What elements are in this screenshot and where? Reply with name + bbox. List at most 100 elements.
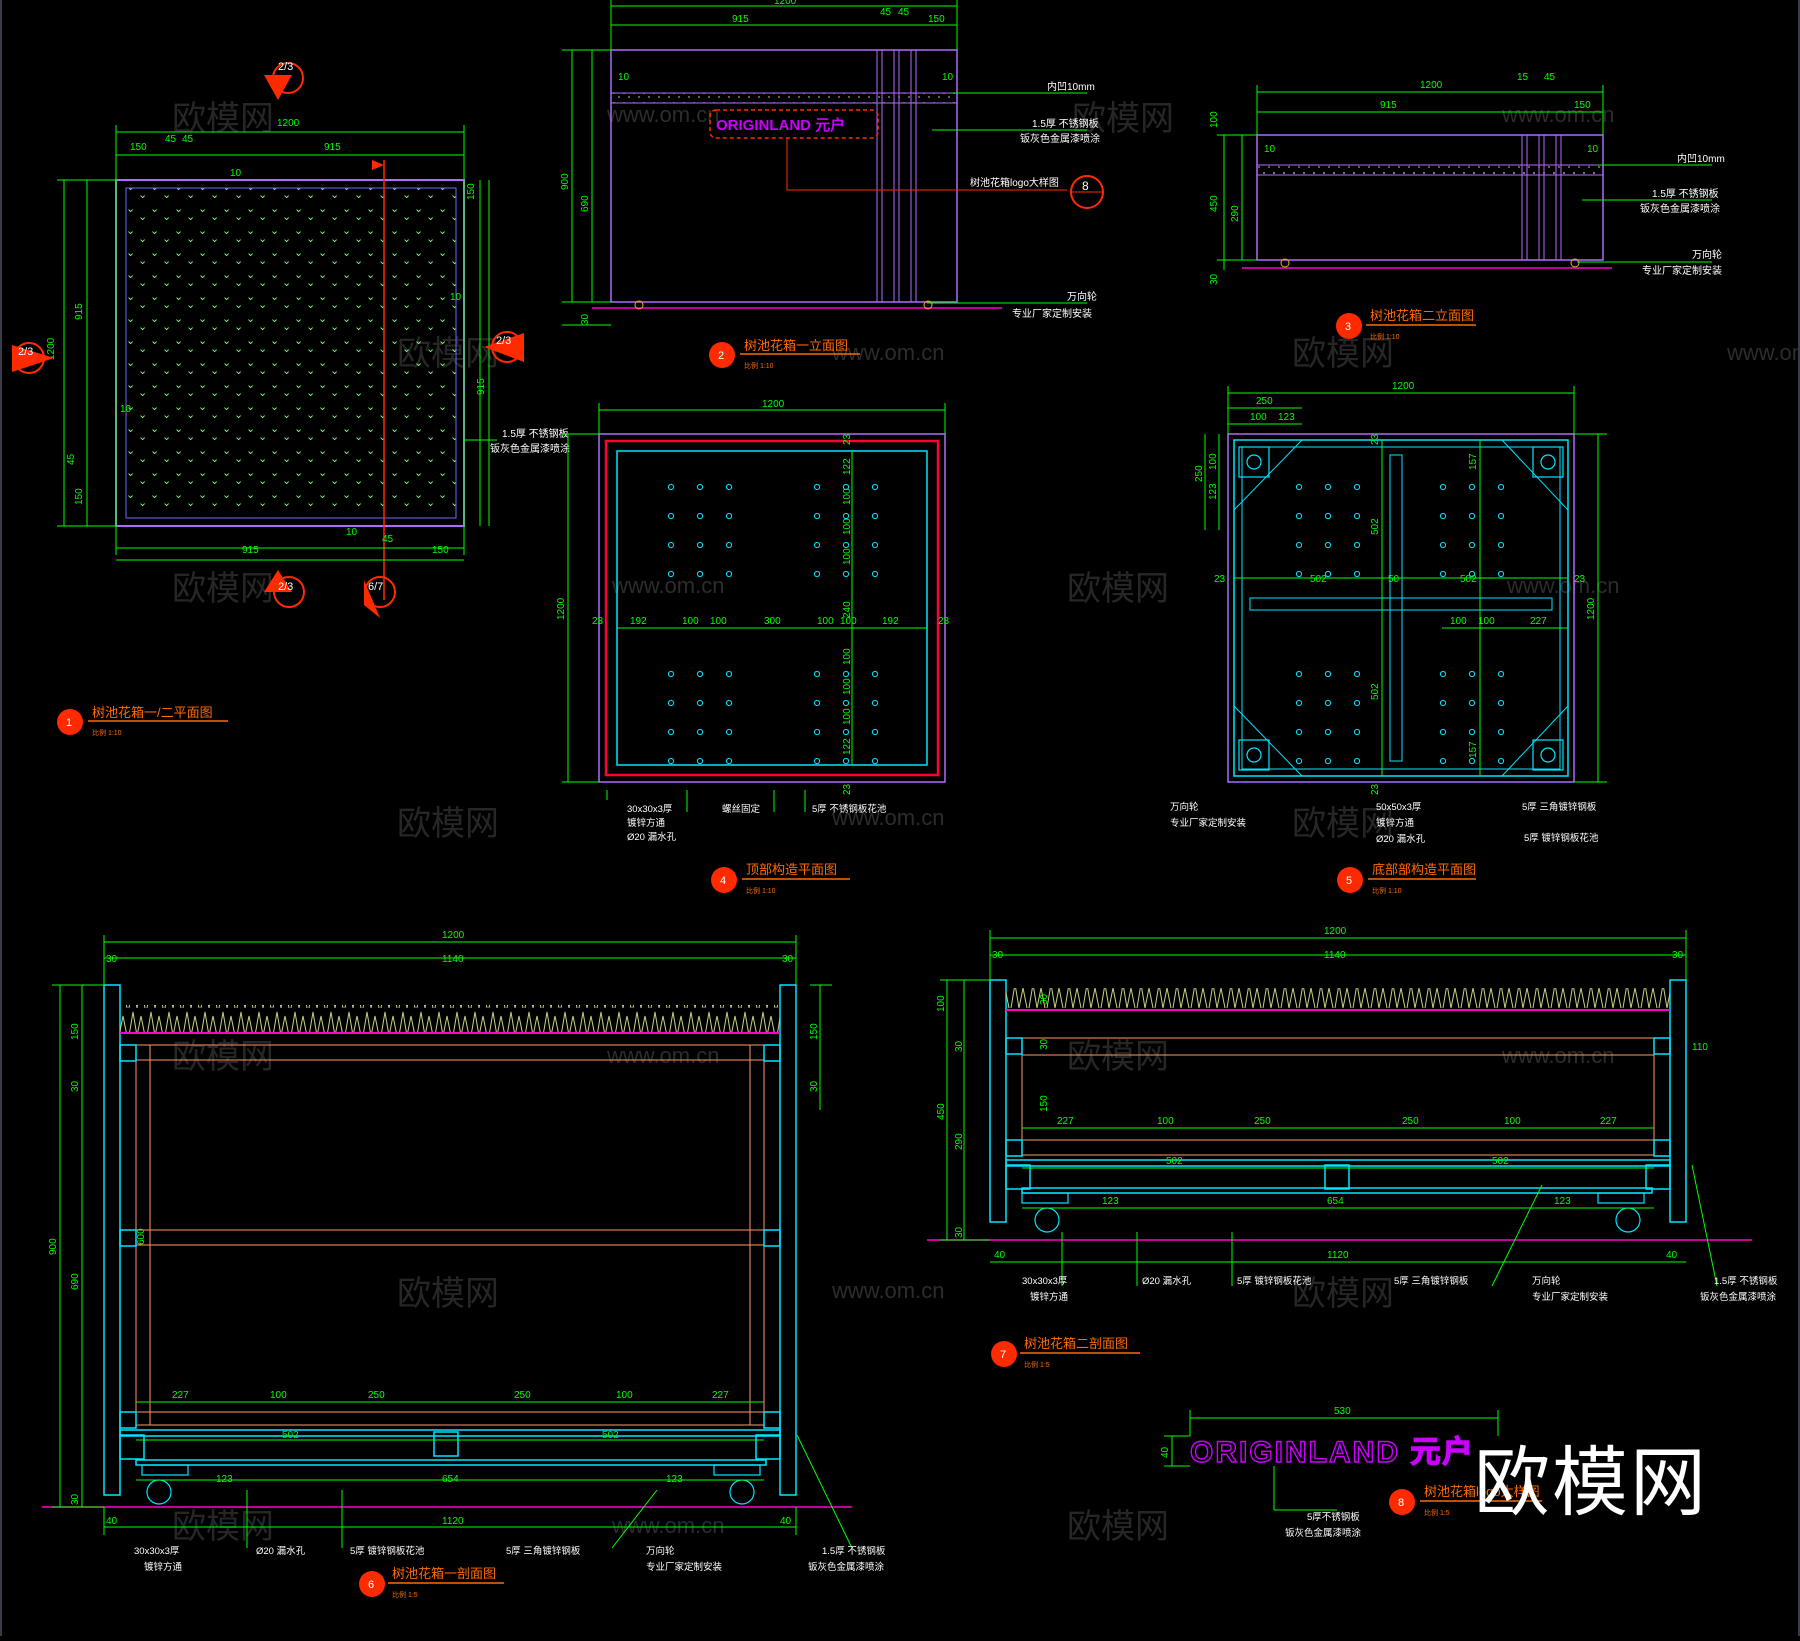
drain-hole [842, 512, 850, 520]
dim-1140: 1140 [442, 954, 464, 965]
dim-100: 100 [817, 616, 834, 627]
view-number: 7 [1000, 1349, 1006, 1361]
view-title: 树池花箱一立面图 [744, 338, 848, 353]
dim-1120: 1120 [442, 1516, 464, 1527]
view-scale: 比例 1:5 [1024, 1360, 1050, 1369]
dim-450: 450 [1209, 195, 1220, 212]
drain-hole [1439, 483, 1447, 491]
dim-123: 123 [1208, 483, 1219, 500]
drain-hole [813, 541, 821, 549]
view-scale: 比例 1:10 [1372, 886, 1402, 895]
drain-hole [871, 570, 879, 578]
drain-hole [1353, 757, 1361, 765]
dim-45: 45 [182, 134, 194, 145]
drain-hole [1497, 728, 1505, 736]
drain-hole [1497, 699, 1505, 707]
view-number: 8 [1398, 1497, 1404, 1509]
drain-hole [1468, 670, 1476, 678]
watermark-cn: 欧模网 [1072, 100, 1174, 138]
watermark-cn: 欧模网 [1292, 805, 1394, 843]
drain-hole [667, 512, 675, 520]
watermark-url: www.om.cn [1501, 102, 1614, 127]
dim-40: 40 [994, 1250, 1006, 1261]
dim-240: 240 [842, 601, 853, 618]
dim-100: 100 [842, 488, 853, 505]
watermark-cn: 欧模网 [397, 1275, 499, 1313]
drain-hole [1468, 757, 1476, 765]
dim-100: 100 [1209, 111, 1220, 128]
note-planter-plate: 5厚 镀锌钢板花池 [1237, 1275, 1312, 1287]
section-marker-top: 2/3 [264, 61, 304, 100]
drain-hole [696, 757, 704, 765]
note-manufacturer: 专业厂家定制安装 [1170, 817, 1247, 829]
drain-hole [1295, 541, 1303, 549]
drain-hole [1468, 699, 1476, 707]
note-square-tube-size: 30x30x3厚 [1022, 1276, 1068, 1287]
view-title: 树池花箱一/二平面图 [92, 705, 213, 720]
drain-hole [871, 728, 879, 736]
dim-10: 10 [1264, 144, 1276, 155]
dim-40: 40 [1160, 1446, 1171, 1458]
dim-30: 30 [70, 1493, 81, 1505]
drain-hole [871, 699, 879, 707]
note-planter-plate: 5厚 镀锌钢板花池 [350, 1545, 425, 1557]
drain-holes [1295, 483, 1505, 765]
section-marker-bottom: 2/3 [264, 570, 305, 608]
svg-text:2/3: 2/3 [496, 335, 511, 347]
drain-hole [1353, 541, 1361, 549]
note-drain-hole: Ø20 漏水孔 [1376, 833, 1426, 845]
dim-915: 915 [732, 14, 749, 25]
drain-hole [813, 483, 821, 491]
note-drain-hole: Ø20 漏水孔 [627, 831, 677, 843]
drain-hole [842, 757, 850, 765]
note-steel-plate: 1.5厚 不锈钢板 [1032, 117, 1099, 130]
view-scale: 比例 1:5 [392, 1590, 418, 1599]
dim-227: 227 [1057, 1116, 1074, 1127]
dim-100: 100 [842, 548, 853, 565]
dim-1200: 1200 [556, 597, 567, 620]
drain-hole [725, 728, 733, 736]
dim-690: 690 [70, 1273, 81, 1290]
dim-30: 30 [954, 1226, 965, 1238]
svg-text:6/7: 6/7 [368, 581, 383, 593]
watermark-cn: 欧模网 [1067, 570, 1169, 608]
dim-502: 502 [602, 1430, 619, 1441]
note-steel-plate: 1.5厚 不锈钢板 [502, 427, 569, 440]
dim-150: 150 [130, 142, 147, 153]
note-drain-hole: Ø20 漏水孔 [256, 1545, 306, 1557]
dim-502: 502 [1310, 574, 1327, 585]
dim-100: 100 [842, 648, 853, 665]
svg-text:2/3: 2/3 [278, 581, 293, 593]
note-logo-detail: 树池花箱logo大样图 [970, 176, 1059, 189]
dim-10: 10 [346, 527, 358, 538]
dim-100: 100 [1157, 1116, 1174, 1127]
dim-45: 45 [1544, 72, 1556, 83]
note-manufacturer: 专业厂家定制安装 [1012, 307, 1092, 320]
drain-hole [1439, 541, 1447, 549]
dim-290: 290 [954, 1133, 965, 1150]
dim-250: 250 [514, 1390, 531, 1401]
drain-hole [696, 483, 704, 491]
drain-hole [813, 757, 821, 765]
note-paint: 钣灰色金属漆喷涂 [1285, 1527, 1362, 1539]
view-number: 3 [1345, 321, 1351, 333]
drain-hole [1295, 570, 1303, 578]
view-title: 树池花箱二剖面图 [1024, 1336, 1128, 1351]
note-planter-plate: 5厚 镀锌钢板花池 [1524, 832, 1599, 844]
dim-23: 23 [1574, 574, 1586, 585]
view-number: 6 [368, 1579, 374, 1591]
drain-hole [1324, 570, 1332, 578]
dim-600: 600 [136, 1228, 147, 1245]
dim-45: 45 [898, 7, 910, 18]
view-number-badge [709, 342, 735, 368]
dim-10: 10 [1587, 144, 1599, 155]
dim-654: 654 [1327, 1196, 1344, 1207]
note-paint: 钣灰色金属漆喷涂 [490, 442, 570, 455]
dim-10: 10 [120, 404, 132, 415]
drain-hole [1468, 541, 1476, 549]
view-6-section: 1200 1140 30 30 900 690 150 30 30 600 15… [42, 930, 886, 1599]
dim-1200: 1200 [774, 0, 797, 7]
note-screw-fix: 螺丝固定 [722, 803, 761, 815]
note-steel-plate: 5厚不锈钢板 [1307, 1511, 1360, 1523]
drain-hole [1353, 512, 1361, 520]
